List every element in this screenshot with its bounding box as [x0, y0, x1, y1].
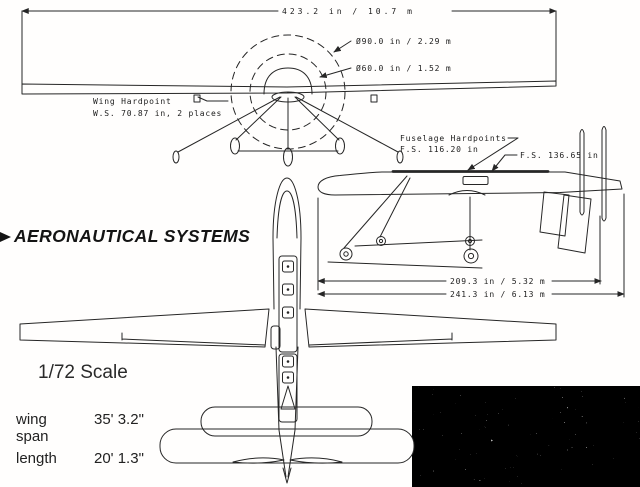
fuselage-side-outline — [317, 171, 623, 196]
fuselage-hardpoint-station-1: F.S. 116.20 in — [400, 145, 479, 154]
equipment-bay — [278, 255, 298, 353]
propeller-blade-plan — [232, 457, 285, 464]
fuselage-plan-outline — [272, 237, 275, 310]
ground-line — [354, 239, 483, 247]
wing-plan-right — [304, 308, 557, 348]
equipment-box — [282, 355, 294, 368]
wheel — [467, 252, 475, 260]
aircraft-photo — [412, 386, 640, 487]
equipment-box-dot — [286, 288, 290, 291]
spec-label: wing span — [16, 411, 49, 445]
wing-hardpoint-station: W.S. 70.87 in, 2 places — [93, 109, 222, 118]
wheel — [172, 150, 180, 164]
radome-inner-line — [276, 190, 298, 239]
spec-value: 35' 3.2" — [94, 411, 144, 428]
propeller-blade-side — [579, 129, 585, 216]
side-view: Fuselage Hardpoints F.S. 116.20 in F.S. … — [317, 126, 625, 299]
ground-line — [327, 261, 483, 269]
fuselage-dome-front — [263, 67, 313, 95]
propeller-blade-side — [601, 126, 607, 222]
photo-nose-highlight — [456, 476, 484, 487]
prop-arc-outer-label: Ø90.0 in / 2.29 m — [356, 36, 451, 46]
spec-row: wing span 35' 3.2" — [16, 411, 144, 445]
wing-hardpoint-tab — [370, 94, 378, 103]
antenna-triangle — [280, 385, 296, 410]
photo-fuselage-silhouette — [470, 419, 592, 487]
equipment-boxes — [280, 260, 296, 410]
leader-line — [468, 137, 519, 170]
wheel — [396, 150, 404, 164]
equipment-box-dot — [286, 360, 290, 363]
scale-label: 1/72 Scale — [38, 362, 128, 383]
gear-strut — [235, 96, 282, 141]
equipment-box — [282, 260, 294, 273]
photo-terrain-highlight — [604, 459, 640, 485]
wing-hardpoint-tab — [193, 94, 201, 103]
flap-line — [121, 332, 266, 346]
wheel — [335, 137, 345, 155]
wing-hardpoint-label: Wing Hardpoint — [93, 97, 172, 106]
wheel — [339, 247, 353, 261]
wing-plan-left — [19, 308, 270, 348]
equipment-box — [282, 283, 294, 296]
gear-strut — [379, 177, 411, 238]
equipment-bay — [278, 353, 298, 423]
wing-center-fitting — [270, 325, 281, 350]
overall-length-dimension-label: 241.3 in / 6.13 m — [450, 290, 545, 299]
leader-line — [197, 96, 229, 102]
leader-line — [333, 40, 352, 53]
wheel — [378, 238, 384, 244]
logo: AERONAUTICAL SYSTEMS — [0, 226, 250, 247]
wing-front-outline — [21, 80, 557, 95]
tail-fin-side — [557, 194, 592, 254]
tail-cone — [282, 467, 292, 484]
tail-surface-lower — [159, 428, 415, 464]
fuselage-hardpoints-label: Fuselage Hardpoints — [400, 134, 507, 143]
equipment-box-dot — [286, 376, 290, 379]
spec-row: length 20' 1.3" — [16, 450, 144, 467]
equipment-box-dot — [286, 265, 290, 268]
spec-value: 20' 1.3" — [94, 450, 144, 467]
logo-text: AERONAUTICAL SYSTEMS — [14, 226, 251, 246]
wheel — [343, 251, 349, 257]
tail-surface-upper — [200, 406, 373, 437]
fuselage-plan-outline — [272, 177, 302, 310]
gear-strut — [343, 175, 408, 249]
body-length-dimension-label: 209.3 in / 5.32 m — [450, 277, 545, 286]
wheel — [463, 248, 479, 264]
aft-fuselage-line — [275, 346, 287, 478]
propeller-arc-outer — [230, 34, 346, 150]
photo-terrain-highlight — [594, 389, 630, 401]
logo-arrow-icon — [0, 231, 11, 242]
belly-fairing — [448, 190, 486, 196]
front-view: 423.2 in / 10.7 m Ø90.0 in / 2.29 m Ø60.… — [21, 7, 557, 167]
equipment-box-dot — [286, 311, 290, 314]
propeller-blade-plan — [289, 457, 343, 464]
tail-fin-side — [539, 191, 570, 237]
gear-strut — [295, 96, 399, 153]
payload-hatch — [462, 176, 489, 185]
specs-table: wing span 35' 3.2" length 20' 1.3" — [16, 411, 144, 472]
equipment-box — [282, 306, 294, 319]
fuselage-hardpoint-station-2: F.S. 136.65 in — [520, 151, 599, 160]
leader-line — [319, 67, 352, 78]
spec-label: length — [16, 450, 57, 467]
wingspan-dimension-label: 423.2 in / 10.7 m — [282, 7, 415, 16]
gear-strut — [294, 96, 340, 141]
flap-line — [308, 332, 453, 346]
wheel — [230, 137, 240, 155]
gear-strut — [177, 96, 281, 153]
photo-terrain-highlight — [412, 467, 458, 487]
equipment-box — [282, 371, 294, 384]
wheel — [283, 147, 293, 167]
prop-arc-inner-label: Ø60.0 in / 1.52 m — [356, 63, 451, 73]
photo-wing-silhouette — [430, 407, 606, 470]
top-view — [19, 177, 557, 484]
leader-line — [491, 154, 518, 172]
wheel — [376, 236, 386, 246]
